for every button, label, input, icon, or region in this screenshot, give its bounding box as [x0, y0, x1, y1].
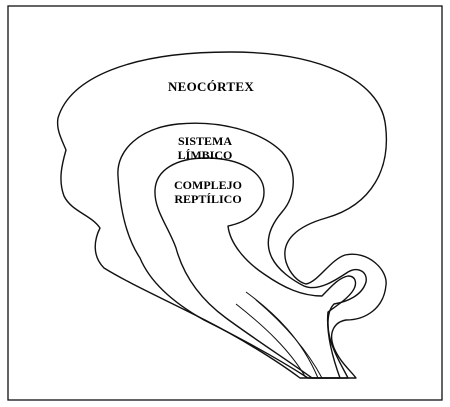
- figure-frame: [7, 5, 443, 401]
- brainstem-fibers: [235, 291, 323, 379]
- neocortex-label: NEOCÓRTEX: [168, 79, 254, 94]
- limbic-system-region: [117, 122, 367, 379]
- reptilian-label-line2: REPTÍLICO: [174, 192, 241, 206]
- reptilian-complex-region: [154, 157, 357, 379]
- limbic-label-line1: SISTEMA: [178, 134, 232, 148]
- limbic-label-line2: LÍMBICO: [178, 148, 233, 162]
- reptilian-label-line1: COMPLEJO: [174, 178, 242, 192]
- neocortex-outline: [56, 51, 387, 379]
- reptilian-label-plate: [158, 168, 258, 218]
